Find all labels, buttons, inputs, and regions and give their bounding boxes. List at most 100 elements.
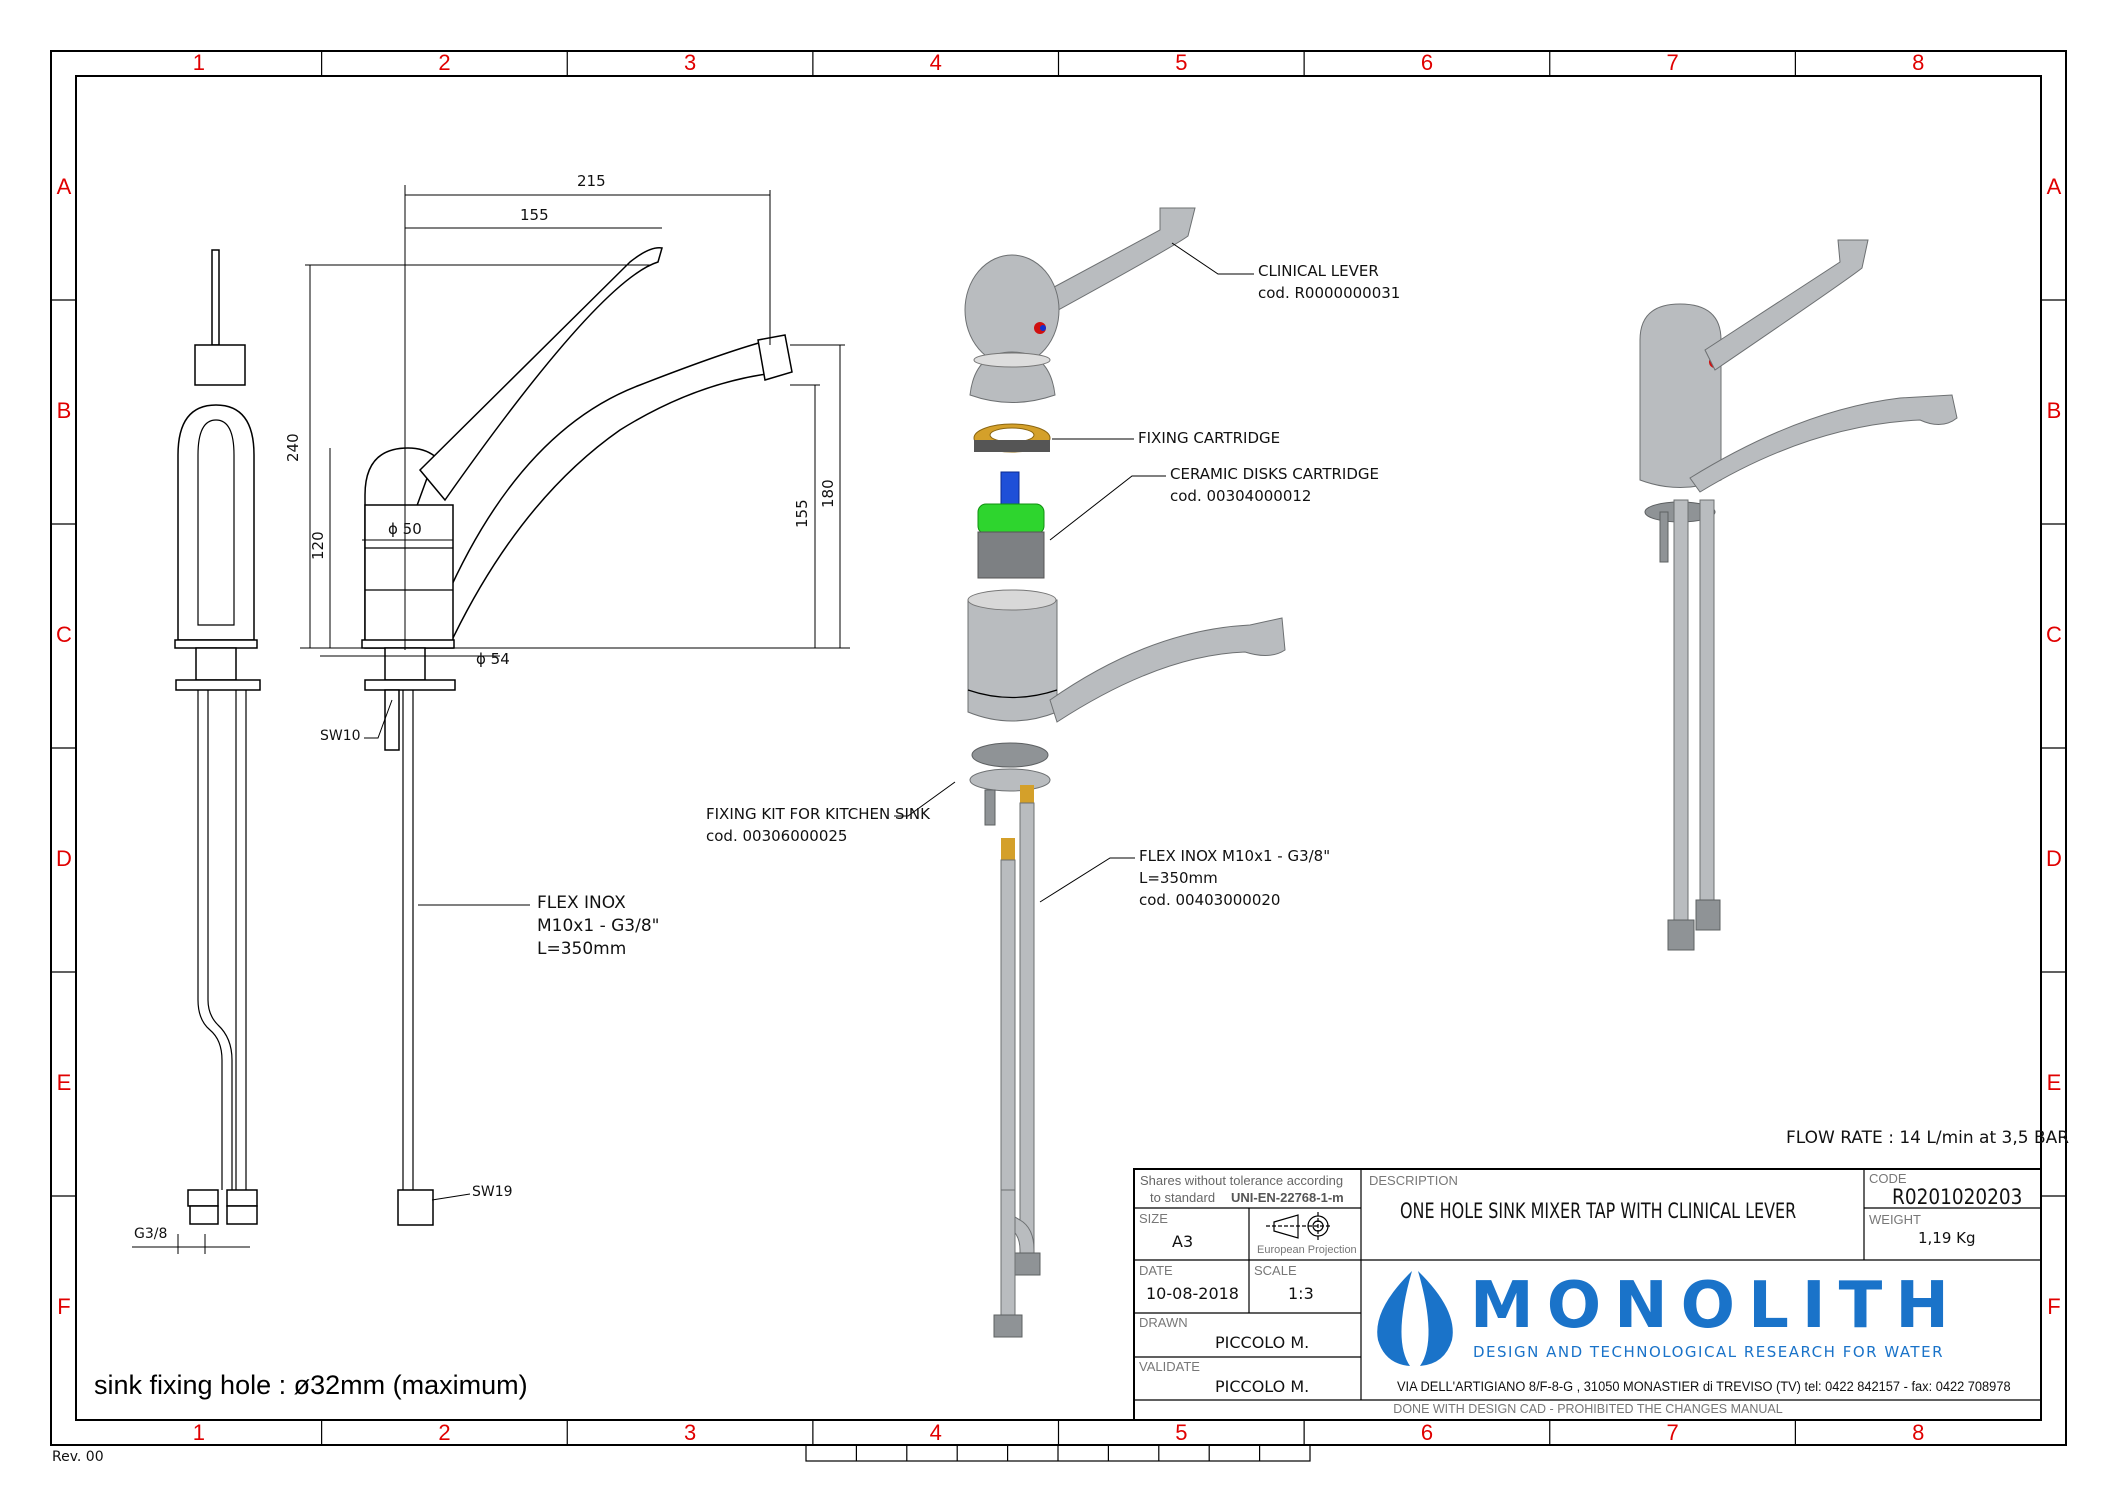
callout-flex-inox: FLEX INOX M10x1 - G3/8" (1139, 847, 1331, 865)
dimension-lines (300, 264, 650, 657)
front-hose-nut (397, 1189, 434, 1226)
title-block-footer: DONE WITH DESIGN CAD - PROHIBITED THE CH… (1393, 1402, 1783, 1416)
side-view-drawing (132, 249, 261, 1254)
grid-label: D (2046, 846, 2062, 871)
clinical-lever-part (1029, 207, 1196, 321)
flex-hose (1019, 802, 1035, 1254)
lever-head-part (964, 254, 1060, 366)
title-block-border (1133, 1168, 2042, 1421)
dimension-lines (455, 344, 850, 649)
revision-label: Rev. 00 (52, 1449, 104, 1465)
tap-body-part (967, 599, 1058, 722)
callout-fixing-kit: FIXING KIT FOR KITCHEN SINK (706, 805, 930, 823)
side-hose-nut (189, 1205, 219, 1225)
thread-dimension: G3/8 (134, 1226, 168, 1242)
dim-wrench-sw19: SW19 (472, 1184, 513, 1200)
dim-overall-reach: 215 (577, 172, 606, 190)
dim-wrench-sw10: SW10 (320, 728, 361, 744)
grid-label: 8 (1912, 1420, 1925, 1445)
leader-sw10 (364, 699, 393, 739)
sink-fixing-note: sink fixing hole : ø32mm (maximum) (94, 1370, 528, 1400)
grid-label: A (56, 174, 72, 199)
tap-body-opening (967, 589, 1057, 611)
grid-label: E (2046, 1070, 2062, 1095)
dim-body-diameter: ϕ 50 (388, 520, 422, 538)
size-value: A3 (1172, 1232, 1194, 1251)
european-projection-icon (1266, 1212, 1330, 1240)
hose-nut (1013, 1252, 1041, 1276)
title-block-grid (1133, 1168, 2042, 1421)
callout-clinical-lever-code: cod. R0000000031 (1258, 284, 1401, 302)
grid-label: F (57, 1294, 71, 1319)
side-fixing-plate (175, 679, 261, 691)
callout-ceramic-cartridge-code: cod. 00304000012 (1170, 487, 1312, 505)
cartridge-stem (1000, 471, 1020, 505)
size-label: SIZE (1139, 1211, 1168, 1226)
grid-label: 1 (192, 1420, 205, 1445)
front-body-lines (365, 547, 453, 591)
assembled-hose (1699, 499, 1715, 901)
grid-label: 7 (1666, 50, 1679, 75)
thread-dimension-line (132, 1234, 250, 1254)
flow-rate-note: FLOW RATE : 14 L/min at 3,5 BAR (1786, 1128, 2070, 1148)
revision-strip (805, 1444, 1311, 1462)
front-lever (418, 247, 663, 502)
weight-value: 1,19 Kg (1918, 1229, 1976, 1247)
cold-indicator (1040, 325, 1046, 331)
dim-spout-low: 155 (793, 499, 811, 528)
side-hose-nut (226, 1205, 258, 1225)
side-hose-nut (226, 1189, 258, 1207)
dim-base-diameter: ϕ 54 (476, 650, 510, 668)
date-label: DATE (1139, 1263, 1173, 1278)
spout-part (1049, 617, 1286, 723)
description-value: ONE HOLE SINK MIXER TAP WITH CLINICAL LE… (1400, 1199, 1797, 1223)
flex-note-line-2: M10x1 - G3/8" (537, 916, 660, 936)
front-fixing-stud (384, 689, 400, 751)
side-body-inner (197, 419, 235, 626)
front-view-drawing (300, 185, 850, 1226)
grid-label: 1 (192, 50, 205, 75)
dim-overall-height: 240 (284, 433, 302, 462)
leader-sw19 (431, 1193, 471, 1201)
cartridge-body (977, 531, 1045, 579)
drawn-label: DRAWN (1139, 1315, 1188, 1330)
front-aerator (757, 334, 793, 381)
outer-frame (50, 50, 2067, 1446)
side-body (177, 404, 255, 641)
flex-note-line-3: L=350mm (537, 939, 627, 959)
grid-label: 2 (438, 50, 451, 75)
grid-label: B (56, 398, 72, 423)
assembled-body (1639, 303, 1722, 488)
fixing-kit-stud (984, 789, 996, 826)
callout-flex-inox-length: L=350mm (1139, 869, 1218, 887)
side-lever (211, 249, 220, 346)
exploded-view (894, 207, 1286, 1338)
drawn-value: PICCOLO M. (1215, 1333, 1310, 1352)
grid-ticks (51, 51, 2066, 1445)
flex-hose (1000, 1189, 1016, 1321)
grid-label: C (56, 622, 72, 647)
grid-label: 6 (1420, 50, 1434, 75)
leader-ceramic-cartridge (1049, 475, 1166, 541)
brand-name: MONOLITH (1470, 1269, 1962, 1343)
grid-label: 6 (1420, 1420, 1434, 1445)
tolerance-standard-prefix: to standard (1150, 1190, 1216, 1205)
dim-lever-reach: 155 (520, 206, 549, 224)
fixing-ring-hole (989, 427, 1035, 443)
date-value: 10-08-2018 (1146, 1284, 1239, 1303)
flex-note-line-1: FLEX INOX (537, 893, 626, 913)
callout-fixing-kit-code: cod. 00306000025 (706, 827, 848, 845)
grid-label: C (2046, 622, 2062, 647)
flex-hose (1000, 859, 1016, 1191)
front-fixing-plate (364, 679, 456, 691)
side-lever-base (194, 344, 246, 386)
tolerance-standard: UNI-EN-22768-1-m (1231, 1190, 1344, 1205)
callout-ceramic-cartridge: CERAMIC DISKS CARTRIDGE (1170, 465, 1379, 483)
validate-value: PICCOLO M. (1215, 1377, 1310, 1396)
callout-fixing-cartridge: FIXING CARTRIDGE (1138, 429, 1281, 447)
assembled-fixing-stud (1659, 511, 1669, 563)
fixing-ring-thread (974, 440, 1050, 452)
grid-label: 2 (438, 1420, 451, 1445)
assembled-lever (1704, 239, 1869, 371)
